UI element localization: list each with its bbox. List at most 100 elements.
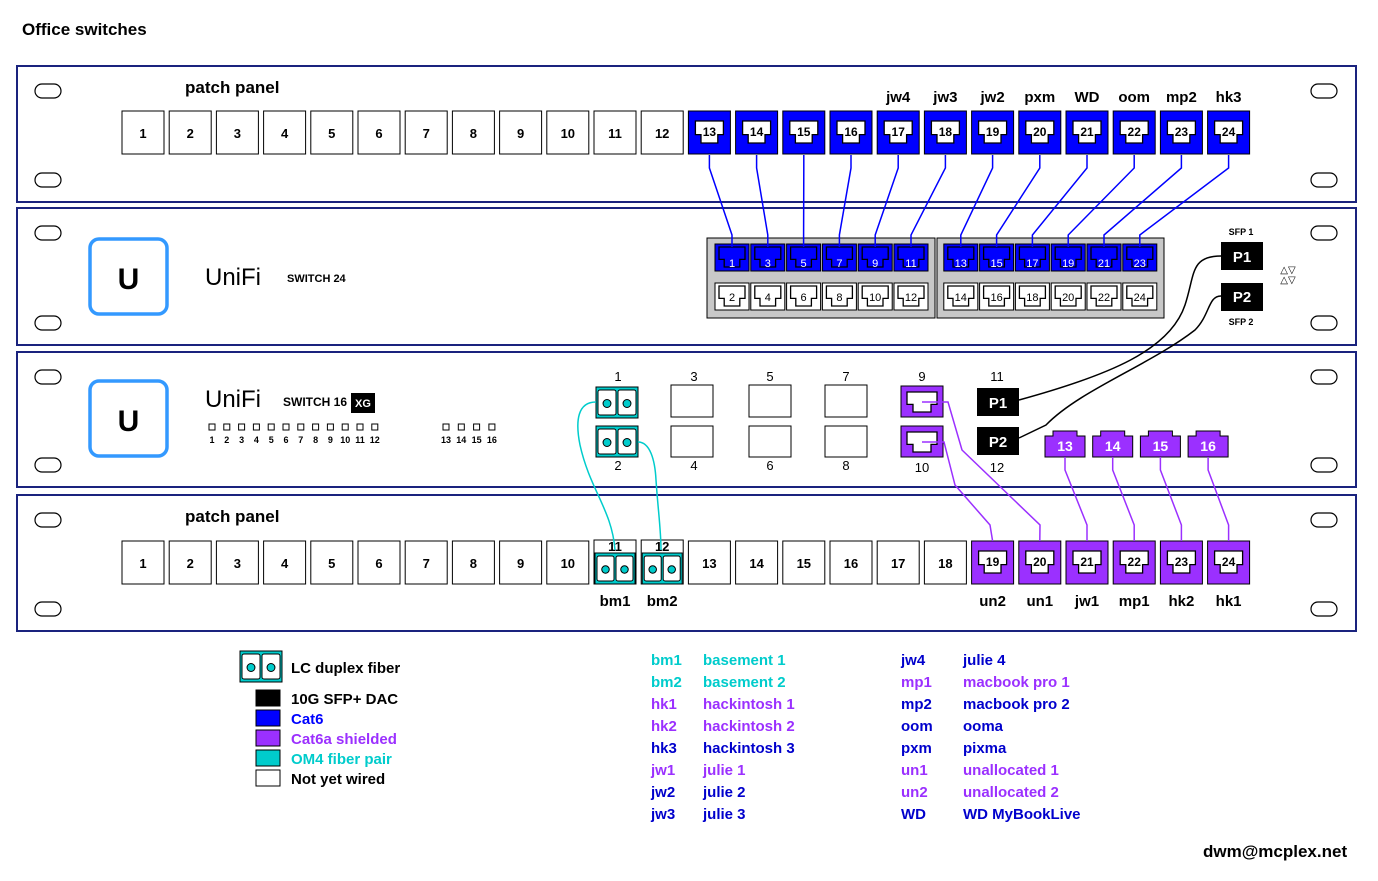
cat6a-cable-14 (1111, 457, 1135, 541)
rj45-jack (1092, 430, 1134, 458)
brand-name: UniFi (205, 264, 261, 291)
fiber-ferrule (602, 399, 612, 408)
patch-port-1: 1 (121, 540, 165, 585)
patch-panel-label: patch panel (185, 78, 279, 97)
om4-cable-1 (577, 401, 616, 551)
cat6-cable (838, 155, 852, 247)
legend-swatch (255, 769, 281, 787)
port-box (593, 110, 637, 155)
led-number: 2 (224, 435, 229, 445)
port-box (404, 110, 448, 155)
switch16-port-15: 15 (1139, 430, 1181, 458)
rj45-jack (1025, 550, 1055, 574)
patch-port-2: 2 (168, 110, 212, 155)
device-name: hackintosh 1 (703, 696, 795, 713)
patch-port-11: 11 (593, 110, 637, 155)
port-number: 1 (729, 258, 735, 270)
led-number: 11 (355, 435, 365, 445)
device-name: unallocated 1 (963, 762, 1059, 779)
rj45-jack (897, 246, 925, 268)
port-box (977, 388, 1019, 416)
patch-port-13: 13 (687, 540, 731, 585)
led-number: 1 (209, 435, 214, 445)
fiber-ferrule (667, 565, 676, 574)
unifi-logo (88, 379, 169, 458)
sfp2-port (1221, 283, 1263, 311)
port-box (215, 110, 259, 155)
led-number: 16 (487, 435, 497, 445)
fiber-ferrule (246, 663, 256, 672)
fiber-ferrule (622, 438, 632, 447)
patch-port-7: 7 (404, 110, 448, 155)
status-led (267, 423, 275, 431)
rj45-jack (789, 246, 818, 268)
abbreviation: oom (901, 718, 933, 735)
port-number: 22 (1128, 555, 1142, 569)
status-led (282, 423, 290, 431)
port-number: 6 (375, 556, 382, 571)
port-number: 19 (1062, 258, 1074, 270)
rj45-jack (1054, 285, 1082, 307)
legend-swatch (255, 749, 281, 767)
port-number: 11 (990, 369, 1004, 384)
unifi-logo-letter: U (118, 405, 140, 438)
port-box (546, 110, 590, 155)
port-box (310, 110, 354, 155)
patch-port-4: 4 (263, 110, 307, 155)
port-number: 21 (1080, 125, 1094, 139)
patch-port-18: 18 (923, 540, 967, 585)
port-number: 12 (655, 539, 669, 554)
sfp-port-5: 5 (748, 369, 792, 418)
author-email[interactable]: dwm@mcplex.net (1203, 842, 1348, 861)
dac-port-11: P1 11 (977, 369, 1019, 416)
device-name: pixma (963, 740, 1007, 757)
legend-swatch (255, 729, 281, 747)
rj45-jack (1054, 246, 1082, 268)
sfp1-caption: SFP 1 (1229, 227, 1254, 237)
status-led (223, 423, 231, 431)
cat6-cable (1067, 155, 1135, 247)
switch24-port-21: 21 (1086, 243, 1122, 272)
port-number: 2 (187, 556, 194, 571)
legend-label: LC duplex fiber (291, 660, 400, 677)
device-name: julie 1 (702, 762, 746, 779)
cat6a-cable-16 (1207, 457, 1230, 541)
status-led (326, 423, 334, 431)
switch24-port-12: 12 (893, 282, 929, 311)
switch24-port-13: 13 (943, 243, 979, 272)
port-number: 14 (749, 556, 764, 571)
abbreviation: mp1 (901, 674, 932, 691)
port-number: 1 (139, 126, 146, 141)
switch16-port-13: 13 (1044, 430, 1086, 458)
patch-port-10: 10 (546, 540, 590, 585)
patch-port-16: 16 (829, 540, 873, 585)
switch24-port-9: 9 (857, 243, 893, 272)
port-box (876, 540, 920, 585)
dac-label: P1 (989, 395, 1007, 412)
patch-port-10: 10 (546, 110, 590, 155)
port-number: 17 (1026, 258, 1038, 270)
switch16-port-16: 16 (1187, 430, 1229, 458)
cat6-cable (1103, 155, 1183, 247)
port-label: WD (1075, 89, 1100, 106)
port-box (977, 427, 1019, 455)
port-box (923, 540, 967, 585)
port-number: 15 (1153, 438, 1169, 454)
rj45-jack (1166, 120, 1197, 144)
port-number: 19 (986, 555, 1000, 569)
port-number: 24 (1134, 292, 1146, 304)
port-number: 7 (842, 369, 849, 384)
port-number: 20 (1033, 125, 1047, 139)
port-box (121, 110, 165, 155)
cat6a-cable-9 (922, 401, 1041, 542)
port-number: 10 (915, 460, 929, 475)
